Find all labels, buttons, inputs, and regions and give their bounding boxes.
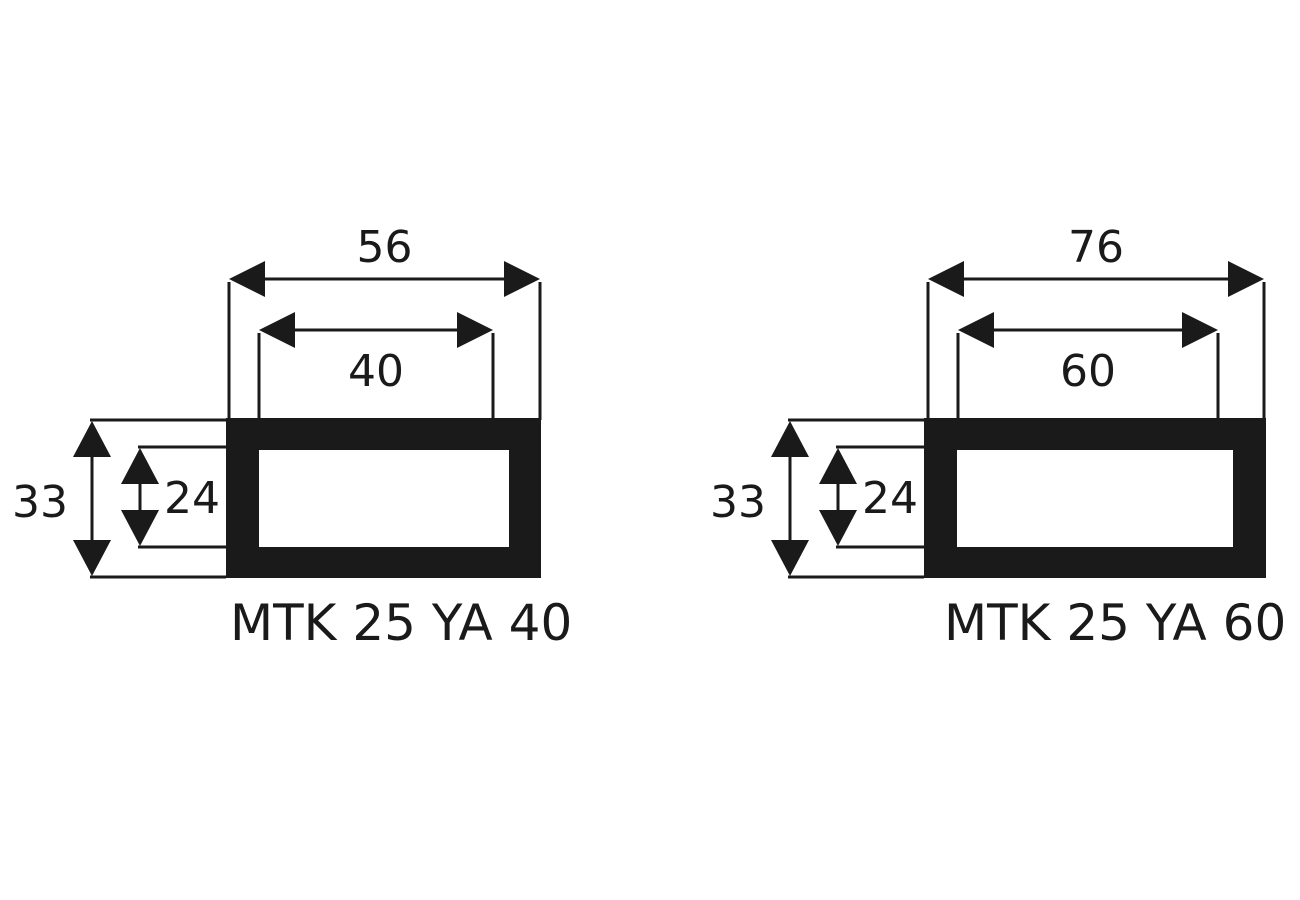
profile-inner-cavity (957, 450, 1233, 547)
inner-height-label: 24 (164, 473, 220, 524)
model-label: MTK 25 YA 60 (944, 594, 1286, 652)
arrowhead-right-icon (1228, 261, 1264, 297)
inner-width-label: 40 (348, 346, 404, 397)
outer-height-label: 33 (710, 477, 766, 528)
inner-height-dimension (121, 448, 159, 546)
arrowhead-up-icon (819, 448, 857, 484)
arrowhead-up-icon (121, 448, 159, 484)
outer-width-label: 76 (1068, 222, 1124, 273)
arrowhead-down-icon (771, 540, 809, 576)
arrowhead-left-icon (229, 261, 265, 297)
arrowhead-up-icon (771, 421, 809, 457)
arrowhead-up-icon (73, 421, 111, 457)
outer-width-dimension (928, 261, 1264, 297)
arrowhead-right-icon (457, 312, 493, 348)
inner-width-dimension (958, 312, 1218, 348)
profile-inner-cavity (259, 450, 509, 547)
arrowhead-right-icon (1182, 312, 1218, 348)
outer-width-label: 56 (357, 222, 413, 273)
arrowhead-left-icon (259, 312, 295, 348)
inner-height-dimension (819, 448, 857, 546)
inner-width-label: 60 (1060, 346, 1116, 397)
inner-height-label: 24 (862, 473, 918, 524)
arrowhead-down-icon (121, 510, 159, 546)
outer-height-dimension (771, 421, 809, 576)
outer-width-dimension (229, 261, 540, 297)
arrowhead-down-icon (819, 510, 857, 546)
arrowhead-left-icon (928, 261, 964, 297)
model-label: MTK 25 YA 40 (230, 594, 572, 652)
arrowhead-down-icon (73, 540, 111, 576)
outer-height-dimension (73, 421, 111, 576)
arrowhead-right-icon (504, 261, 540, 297)
inner-width-dimension (259, 312, 493, 348)
outer-height-label: 33 (12, 477, 68, 528)
arrowhead-left-icon (958, 312, 994, 348)
